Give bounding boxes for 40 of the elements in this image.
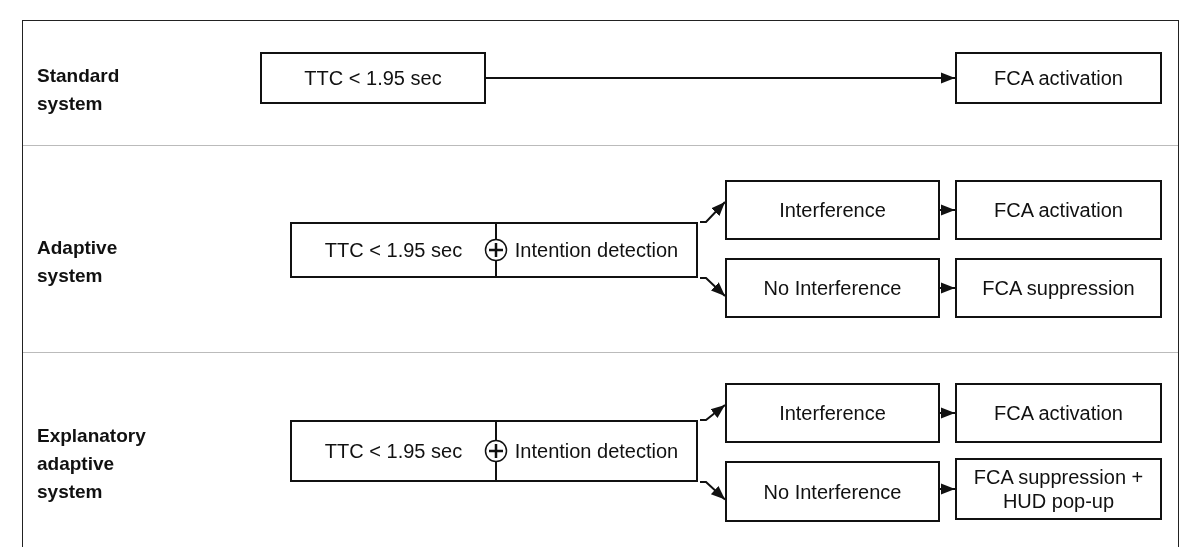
process-box: [290, 420, 497, 482]
box-text: No Interference: [763, 276, 902, 300]
box-text: TTC < 1.95 sec: [304, 66, 442, 90]
process-box: [955, 258, 1162, 318]
process-box: [725, 180, 940, 240]
arrow: [939, 204, 956, 216]
arrow: [939, 282, 956, 294]
arrow: [699, 404, 726, 421]
box-text: FCA activation: [994, 401, 1123, 425]
process-box: [495, 222, 698, 278]
box-text: TTC < 1.95 sec: [324, 238, 463, 262]
box-text: Intention detection: [514, 238, 679, 262]
process-box: [955, 383, 1162, 443]
box-text: TTC < 1.95 sec: [324, 439, 463, 463]
box-text: FCA activation: [994, 198, 1123, 222]
process-box: [260, 52, 486, 104]
arrow: [699, 481, 726, 501]
process-box: [725, 461, 940, 522]
arrow: [699, 277, 726, 297]
process-box: [955, 180, 1162, 240]
row-heading: Standard system: [37, 64, 121, 116]
process-box: [290, 222, 497, 278]
process-box: [725, 383, 940, 443]
box-text: No Interference: [763, 479, 902, 504]
process-box: [725, 258, 940, 318]
box-text: Interference: [779, 198, 886, 222]
box-text: Interference: [779, 401, 886, 425]
process-box: [955, 458, 1162, 520]
arrow: [939, 407, 956, 419]
box-text: FCA suppression: [982, 276, 1135, 300]
arrow: [939, 483, 956, 495]
process-box: [955, 52, 1162, 104]
box-text: FCA suppression + HUD pop-up: [972, 465, 1145, 513]
box-text: FCA activation: [994, 66, 1123, 90]
process-box: [495, 420, 698, 482]
row-heading: Adaptive system: [37, 236, 119, 288]
arrow: [485, 72, 956, 84]
box-text: Intention detection: [514, 439, 679, 463]
arrow: [699, 201, 726, 223]
row-heading: Explanatory adaptive system: [37, 424, 147, 504]
